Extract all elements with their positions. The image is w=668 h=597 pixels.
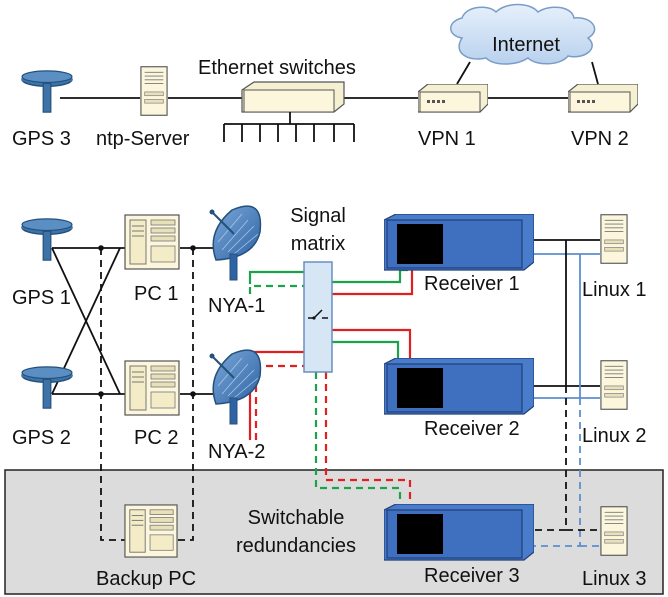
vpn2-label: VPN 2 [571,128,629,150]
cable-vpn2-internet [591,61,599,85]
gps1-antenna-icon [21,218,73,261]
receiver2-device-icon [384,358,534,415]
vpn1-label: VPN 1 [418,128,476,150]
linux2-label: Linux 2 [582,425,647,447]
ethernet-switch-icon [223,81,355,142]
pc1-label: PC 1 [134,283,178,305]
nya1-label: NYA-1 [208,295,265,317]
gps1-label: GPS 1 [12,287,71,309]
linux3-server-icon [600,506,628,556]
receiver1-label: Receiver 1 [424,273,520,295]
gps2-label: GPS 2 [12,427,71,449]
vpn2-router-icon [568,84,638,113]
pc1-computer-icon [124,214,180,270]
cable-vpn1-internet [456,61,471,85]
receiver1-device-icon [384,214,534,271]
pc2-computer-icon [124,360,180,416]
internet-label: Internet [492,34,560,56]
signal-matrix-label-line2: matrix [291,233,345,255]
linux3-label: Linux 3 [582,568,647,590]
nya2-label: NYA-2 [208,441,265,463]
linux1-label: Linux 1 [582,279,647,301]
switchable-label-line1: Switchable [248,507,345,529]
pc2-label: PC 2 [134,427,178,449]
ntp-server-label: ntp-Server [96,128,190,150]
backup-pc-label: Backup PC [96,568,196,590]
ethernet-switches-label: Ethernet switches [198,57,356,79]
receiver2-label: Receiver 2 [424,418,520,440]
receiver3-device-icon [384,504,534,561]
nya1-dish-icon [208,205,262,281]
receiver3-label: Receiver 3 [424,565,520,587]
backup-pc-computer-icon [124,504,178,558]
gps3-label: GPS 3 [12,128,71,150]
internet-cloud-icon [450,3,596,65]
signal-matrix-label-line1: Signal [290,205,346,227]
linux1-server-icon [600,214,628,264]
signal-matrix-icon [303,261,333,373]
nya2-dish-icon [208,349,262,425]
gps3-antenna-icon [21,70,73,113]
vpn1-router-icon [418,84,488,113]
switchable-label-line2: redundancies [236,535,356,557]
redundancy-box [4,469,664,595]
gps2-antenna-icon [21,366,73,409]
top-network: GPS 3 ntp-Server Ethernet switches Inter… [12,3,638,150]
linux2-server-icon [600,360,628,410]
ntp-server-icon [140,66,168,116]
lower-cables [51,239,600,547]
lower-devices: GPS 1 GPS 2 PC 1 PC 2 Backup PC NYA-1 NY… [12,205,647,590]
